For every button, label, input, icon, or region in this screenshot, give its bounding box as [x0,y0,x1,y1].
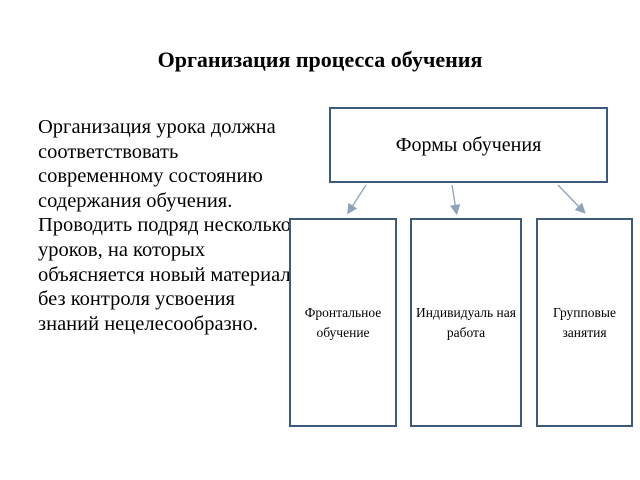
group-classes-box: Групповые занятия [536,218,633,427]
individual-work-box: Индивидуаль ная работа [410,218,522,427]
forms-of-learning-box: Формы обучения [329,107,608,183]
slide-title: Организация процесса обучения [157,47,483,72]
arrow-to-frontal [347,184,367,215]
frontal-learning-label: Фронтальное обучение [304,304,382,340]
arrow-to-individual [450,184,461,216]
arrow-to-group [557,184,586,214]
frontal-learning-box: Фронтальное обучение [289,218,397,427]
body-paragraph: Организация урока должна соответствовать… [38,116,291,335]
group-classes-label: Групповые занятия [553,304,616,340]
forms-of-learning-label: Формы обучения [395,133,542,156]
individual-work-label: Индивидуаль ная работа [416,304,516,340]
